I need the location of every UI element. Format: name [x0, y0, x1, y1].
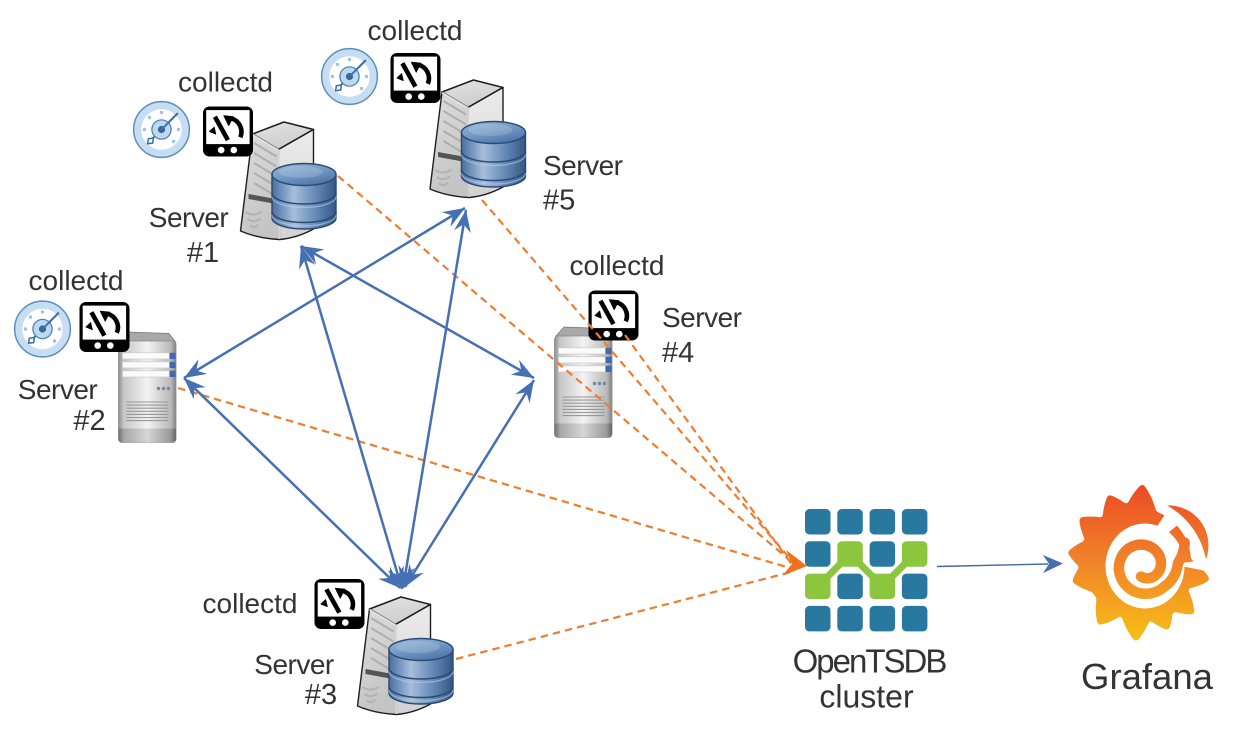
- svg-text:#5: #5: [543, 185, 575, 217]
- svg-text:Grafana: Grafana: [1081, 656, 1214, 697]
- svg-text:OpenTSDB: OpenTSDB: [793, 643, 947, 680]
- svg-text:cluster: cluster: [819, 679, 914, 715]
- svg-text:Server: Server: [18, 374, 98, 405]
- svg-text:Server: Server: [149, 202, 229, 233]
- svg-text:collectd: collectd: [570, 250, 665, 281]
- svg-text:Server: Server: [543, 150, 623, 181]
- svg-text:collectd: collectd: [29, 265, 124, 296]
- svg-text:collectd: collectd: [368, 15, 463, 46]
- svg-text:collectd: collectd: [178, 67, 273, 98]
- svg-text:#1: #1: [187, 237, 219, 269]
- svg-text:#2: #2: [73, 405, 105, 437]
- svg-text:#3: #3: [305, 679, 337, 711]
- svg-text:Server: Server: [254, 649, 334, 680]
- svg-text:Server: Server: [662, 302, 742, 333]
- svg-text:collectd: collectd: [203, 588, 298, 619]
- svg-text:#4: #4: [662, 337, 694, 369]
